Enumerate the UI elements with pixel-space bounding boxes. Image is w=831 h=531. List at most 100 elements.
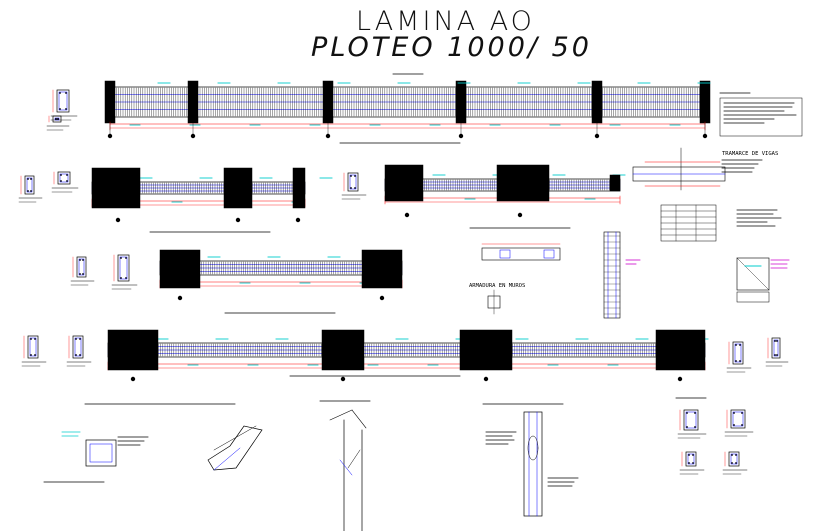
section-1b-bar [57, 118, 59, 120]
section-2b-bar [60, 174, 62, 176]
section-4b-bar [120, 257, 122, 259]
section-4b-stirrup [119, 256, 128, 280]
column-vertical-detail [603, 231, 621, 319]
beam-3-axis-marker [404, 212, 410, 218]
beam-3-axis-marker [517, 212, 523, 218]
beam-2-axis-marker [295, 217, 301, 223]
section-1b-outline [52, 115, 62, 123]
beam-1-axis-marker [190, 133, 196, 139]
section-1a-bar [65, 92, 67, 94]
section-1a-bar [59, 108, 61, 110]
beam-2-column [292, 167, 306, 209]
beam-section-label: TRAMARCE DE VIGAS [722, 151, 779, 157]
beam-1-axis-marker [594, 133, 600, 139]
beam-2-axis-marker [235, 217, 241, 223]
beam-5-column [321, 329, 365, 371]
section-5a-stirrup [29, 337, 37, 357]
detail-3-edge [329, 409, 353, 421]
section-5d-outline [771, 337, 781, 359]
section-3a-stirrup [349, 174, 357, 190]
section-2a-bar [30, 178, 32, 180]
section-5b-bar [75, 354, 77, 356]
section-5c-bar [735, 344, 737, 346]
detail-1-section [85, 439, 117, 467]
detail-4-column [523, 411, 543, 517]
beam-5-column [655, 329, 706, 371]
detail-5a-stirrup [685, 411, 697, 429]
section-1a-bar [65, 108, 67, 110]
section-3a-outline [347, 172, 359, 192]
section-5a-outline [27, 335, 39, 359]
section-2a-bar [27, 190, 29, 192]
detail-5a-bar [686, 412, 688, 414]
detail-5b-outline [730, 409, 746, 429]
section-2b-bar [66, 174, 68, 176]
section-4a-bar [82, 259, 84, 261]
beam-5-column [459, 329, 513, 371]
beam-1-column [455, 80, 467, 124]
detail-5a-bar [686, 426, 688, 428]
detail-5b-bar [733, 424, 735, 426]
beam-5-axis-marker [483, 376, 489, 382]
detail-5c-bar [692, 454, 694, 456]
detail-5b-bar [741, 412, 743, 414]
detail-2-isometric [207, 425, 263, 471]
detail-5c-outline [685, 451, 697, 467]
section-5d-bar [776, 354, 778, 356]
section-5d-bar [774, 354, 776, 356]
section-4a-outline [76, 256, 87, 278]
wall-detail-bar [543, 249, 555, 259]
section-1b-bar [55, 118, 57, 120]
beam-2-axis-marker [115, 217, 121, 223]
beam-2-column [223, 167, 253, 209]
section-5d-bar [774, 340, 776, 342]
wall-rebar-label: ARMADURA EN MUROS [469, 283, 526, 289]
section-2a-outline [24, 175, 35, 195]
section-2b-stirrup [59, 173, 69, 183]
detail-3-edge [351, 409, 367, 429]
section-5c-stirrup [734, 343, 742, 363]
detail-5a-bar [694, 426, 696, 428]
beam-5-axis-marker [677, 376, 683, 382]
section-4b-outline [117, 254, 130, 282]
section-4b-bar [125, 257, 127, 259]
section-4b-bar [120, 277, 122, 279]
section-5a-bar [30, 338, 32, 340]
detail-5d-bar [731, 454, 733, 456]
detail-5d-outline [728, 451, 740, 467]
section-1a-bar [59, 92, 61, 94]
section-4a-stirrup [78, 258, 85, 276]
corner-detail-diagonal [736, 257, 770, 291]
section-5b-bar [79, 338, 81, 340]
section-1b-stirrup [54, 117, 60, 121]
corner-detail [736, 257, 770, 291]
section-3a-bar [354, 187, 356, 189]
wall-detail-bar [499, 249, 511, 259]
section-5c-outline [732, 341, 744, 365]
section-1a-stirrup [58, 91, 68, 111]
section-2b-outline [57, 171, 71, 185]
beam-1-axis-marker [702, 133, 708, 139]
detail-5c-stirrup [687, 453, 695, 465]
section-5b-bar [75, 338, 77, 340]
detail-5b-bar [733, 412, 735, 414]
wall-detail [481, 247, 561, 261]
detail-3-bar [347, 449, 361, 469]
section-5b-bar [79, 354, 81, 356]
detail-5d-bar [731, 462, 733, 464]
section-4b-bar [125, 277, 127, 279]
beam-5-column [107, 329, 159, 371]
section-4a-bar [82, 273, 84, 275]
beam-1-column [322, 80, 334, 124]
section-3a-bar [354, 175, 356, 177]
detail-5c-bar [688, 462, 690, 464]
section-5b-stirrup [74, 337, 82, 357]
detail-5c-bar [692, 462, 694, 464]
detail-2-bar [213, 447, 241, 471]
detail-1-stirrup [89, 443, 113, 463]
section-5d-stirrup [773, 339, 779, 357]
beam-3-column [384, 164, 424, 202]
beam-4-column [159, 249, 201, 289]
detail-5b-bar [741, 424, 743, 426]
